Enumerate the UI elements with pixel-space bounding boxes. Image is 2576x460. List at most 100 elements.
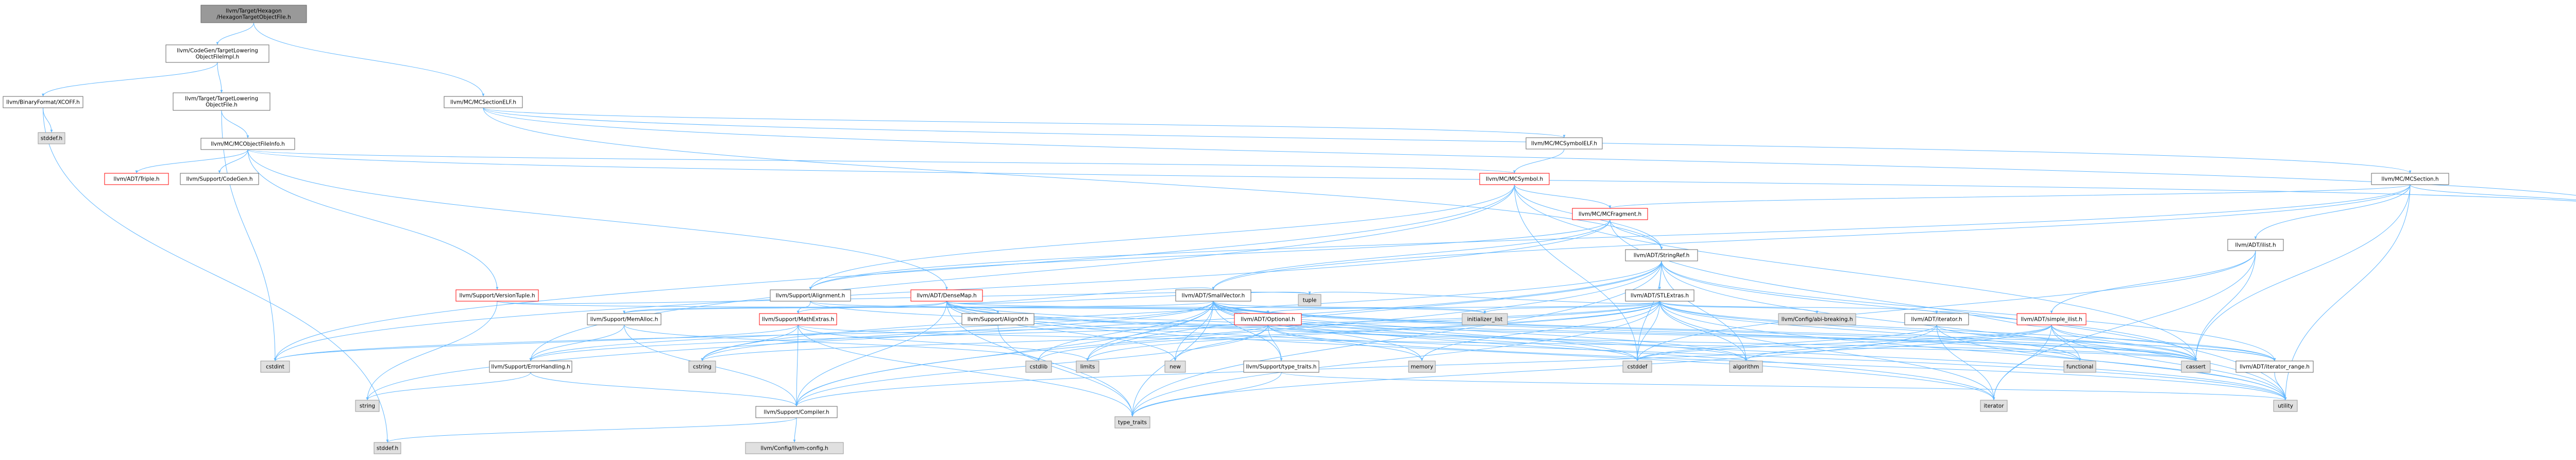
edge-optional-to-utility — [1267, 324, 2287, 401]
edge-simple_ilist-to-utility — [2051, 324, 2287, 401]
node-smallvector[interactable]: llvm/ADT/SmallVector.h — [1175, 289, 1251, 302]
node-label: /HexagonTargetObjectFile.h — [216, 14, 291, 21]
edge-memalloc-to-error_handling — [529, 324, 624, 362]
edge-mc_section-to-cassert — [2194, 184, 2411, 362]
node-stddef-b: stddef.h — [374, 442, 401, 454]
edge-stringref-to-limits — [1086, 260, 1662, 362]
edge-stringref-to-support_compiler — [795, 260, 1662, 407]
node-support-codegen[interactable]: llvm/Support/CodeGen.h — [180, 173, 259, 185]
node-label: cstddef — [1628, 364, 1648, 370]
node-box — [587, 313, 662, 325]
edge-mc_symbol-to-cstdint — [274, 184, 1515, 362]
node-root[interactable]: llvm/Target/Hexagon/HexagonTargetObjectF… — [200, 5, 307, 23]
node-label: llvm/Support/type_traits.h — [1246, 364, 1317, 370]
edge-mc_symbol-to-error_handling — [529, 184, 1515, 362]
edge-version_tuple-to-string — [366, 301, 498, 401]
edge-adt_iterator-to-type_traits — [1131, 324, 1937, 417]
node-label: llvm/ADT/iterator_range.h — [2240, 364, 2310, 370]
edge-ilist-to-cassert — [2194, 250, 2256, 362]
node-box — [2016, 313, 2087, 325]
node-stlextras[interactable]: llvm/ADT/STLExtras.h — [1625, 289, 1694, 302]
edge-simple_ilist-to-adt_iterator — [1935, 310, 2052, 327]
edge-smallvector-to-error_handling — [529, 301, 1214, 362]
node-box — [1298, 294, 1321, 306]
node-cstddef: cstddef — [1622, 360, 1652, 373]
edge-densemap-to-cassert — [946, 301, 2197, 362]
edge-mathextras-to-support_compiler — [795, 324, 799, 407]
node-obj-file-info[interactable]: llvm/MC/MCObjectFileInfo.h — [200, 138, 295, 150]
node-label: llvm/CodeGen/TargetLowering — [177, 48, 258, 54]
node-label: llvm/ADT/DenseMap.h — [917, 293, 976, 299]
node-adt-iterator[interactable]: llvm/ADT/iterator.h — [1904, 313, 1969, 325]
node-symbol-elf[interactable]: llvm/MC/MCSymbolELF.h — [1526, 137, 1603, 150]
node-alignof[interactable]: llvm/Support/AlignOf.h — [961, 313, 1035, 325]
node-mc-fragment[interactable]: llvm/MC/MCFragment.h — [1572, 208, 1648, 220]
node-memalloc[interactable]: llvm/Support/MemAlloc.h — [587, 313, 662, 325]
node-label: cstring — [693, 364, 711, 370]
edge-xcoff-to-stddef_a — [43, 107, 53, 133]
node-label: stddef.h — [41, 136, 62, 142]
node-optional[interactable]: llvm/ADT/Optional.h — [1234, 313, 1302, 325]
edge-ilist-to-simple_ilist — [2050, 250, 2256, 314]
edge-stlextras-to-initializer_list — [1483, 301, 1660, 314]
node-box — [1625, 249, 1698, 261]
node-type-traits: type_traits — [1114, 416, 1150, 429]
node-label: type_traits — [1118, 420, 1147, 426]
node-box — [910, 289, 983, 302]
node-box — [1462, 313, 1508, 325]
edge-densemap-to-initializer_list — [946, 301, 1486, 314]
node-type-traits-h[interactable]: llvm/Support/type_traits.h — [1243, 360, 1319, 373]
edge-stlextras-to-cassert — [1659, 301, 2197, 362]
node-label: initializer_list — [1467, 317, 1503, 323]
edge-error_handling-to-support_compiler — [530, 372, 798, 407]
node-support-alignment[interactable]: llvm/Support/Alignment.h — [770, 289, 851, 302]
node-box — [355, 400, 380, 412]
node-label: iterator — [1984, 403, 2004, 409]
edge-target_tlof-to-cstdint — [221, 110, 277, 362]
edge-stringref-to-iterator_range — [1661, 260, 2276, 362]
node-version-tuple[interactable]: llvm/Support/VersionTuple.h — [455, 289, 539, 302]
node-label: ObjectFile.h — [206, 102, 238, 108]
node-box — [2371, 173, 2449, 185]
node-section-elf[interactable]: llvm/MC/MCSectionELF.h — [444, 96, 523, 108]
node-label: llvm/ADT/SmallVector.h — [1182, 293, 1245, 299]
node-label: llvm/Support/VersionTuple.h — [460, 293, 535, 299]
edge-adt_iterator-to-iterator — [1936, 324, 1995, 401]
node-ilist[interactable]: llvm/ADT/ilist.h — [2227, 239, 2284, 251]
node-box — [1729, 360, 1763, 373]
node-label: llvm/MC/MCObjectFileInfo.h — [211, 141, 285, 147]
node-support-compiler[interactable]: llvm/Support/Compiler.h — [755, 406, 838, 418]
node-box — [173, 92, 270, 111]
node-box — [770, 289, 851, 302]
node-label: llvm/Target/Hexagon — [226, 8, 281, 14]
edge-mc_fragment-to-smallvector — [1212, 219, 1611, 290]
node-mc-symbol[interactable]: llvm/MC/MCSymbol.h — [1479, 173, 1550, 185]
node-limits: limits — [1076, 360, 1099, 373]
node-iterator-range[interactable]: llvm/ADT/iterator_range.h — [2235, 360, 2314, 373]
edge-smallvector-to-cstdlib — [1037, 301, 1214, 362]
edge-stlextras-to-cstdint — [274, 301, 1660, 362]
node-box — [1904, 313, 1969, 325]
node-box — [745, 442, 844, 454]
node-xcoff[interactable]: llvm/BinaryFormat/XCOFF.h — [3, 96, 83, 108]
edge-densemap-to-new — [946, 301, 1177, 362]
node-stringref[interactable]: llvm/ADT/StringRef.h — [1625, 249, 1698, 261]
edge-stringref-to-algorithm — [1661, 260, 1748, 362]
node-iterator: iterator — [1980, 400, 2008, 412]
node-label: llvm/Support/Compiler.h — [764, 409, 829, 416]
edge-simple_ilist-to-iterator_range — [2051, 324, 2276, 362]
edge-optional-to-cassert — [1267, 324, 2197, 362]
node-cg-tlof[interactable]: llvm/CodeGen/TargetLoweringObjectFileImp… — [165, 44, 269, 63]
node-triple[interactable]: llvm/ADT/Triple.h — [104, 173, 169, 185]
node-mc-section[interactable]: llvm/MC/MCSection.h — [2371, 173, 2449, 185]
node-densemap[interactable]: llvm/ADT/DenseMap.h — [910, 289, 983, 302]
node-label: llvm/MC/MCSectionELF.h — [450, 100, 516, 106]
node-simple-ilist[interactable]: llvm/ADT/simple_ilist.h — [2016, 313, 2087, 325]
edge-cg_tlof-to-xcoff — [42, 62, 218, 97]
node-label: cassert — [2186, 364, 2206, 370]
edge-mc_fragment-to-stringref — [1609, 219, 1663, 250]
node-box — [260, 360, 290, 373]
node-mathextras[interactable]: llvm/Support/MathExtras.h — [759, 313, 837, 325]
node-error-handling[interactable]: llvm/Support/ErrorHandling.h — [489, 360, 572, 373]
